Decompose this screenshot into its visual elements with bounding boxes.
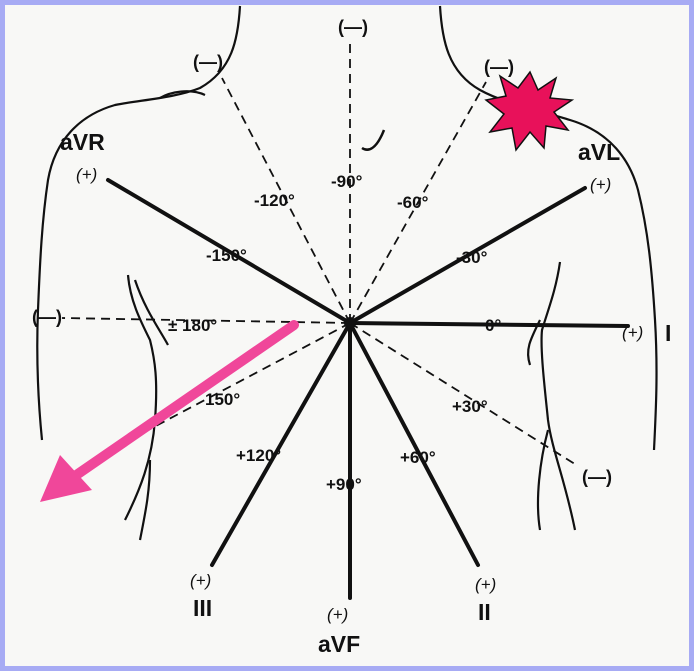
pole-neg-left: (—) <box>32 307 62 327</box>
pole-neg-upper-left: (—) <box>193 52 223 72</box>
lead-iii: III <box>193 595 212 621</box>
pole-pos-i: (+) <box>622 323 643 342</box>
body-outline <box>37 6 656 540</box>
deg-neg150: -150° <box>206 246 247 265</box>
lead-ii: II <box>478 599 491 625</box>
axis-arrow <box>40 325 294 502</box>
pole-pos-avr: (+) <box>76 165 97 184</box>
deg-pm180: ± 180° <box>168 316 217 335</box>
deg-pos120: +120° <box>236 446 281 465</box>
deg-pos150: 150° <box>205 390 240 409</box>
deg-neg30: -30° <box>456 248 488 267</box>
deg-zero: 0° <box>485 316 501 335</box>
pole-neg-top: (—) <box>338 17 368 37</box>
pole-neg-lower-right: (—) <box>582 467 612 487</box>
pole-pos-avl: (+) <box>590 175 611 194</box>
starburst-icon <box>486 72 572 150</box>
lead-avf: aVF <box>318 631 360 657</box>
deg-neg60: -60° <box>397 193 429 212</box>
center-point <box>344 317 356 329</box>
pole-pos-avf: (+) <box>327 605 348 624</box>
deg-neg90: -90° <box>331 172 363 191</box>
lead-avr: aVR <box>60 129 105 155</box>
pole-pos-ii: (+) <box>475 575 496 594</box>
lead-i: I <box>665 320 671 346</box>
pole-pos-iii: (+) <box>190 571 211 590</box>
lead-avl: aVL <box>578 139 620 165</box>
positive-axes <box>108 180 628 598</box>
pole-neg-upper-right: (—) <box>484 57 514 77</box>
deg-neg120: -120° <box>254 191 295 210</box>
deg-pos30: +30° <box>452 397 488 416</box>
deg-pos60: +60° <box>400 448 436 467</box>
deg-pos90: +90° <box>326 475 362 494</box>
